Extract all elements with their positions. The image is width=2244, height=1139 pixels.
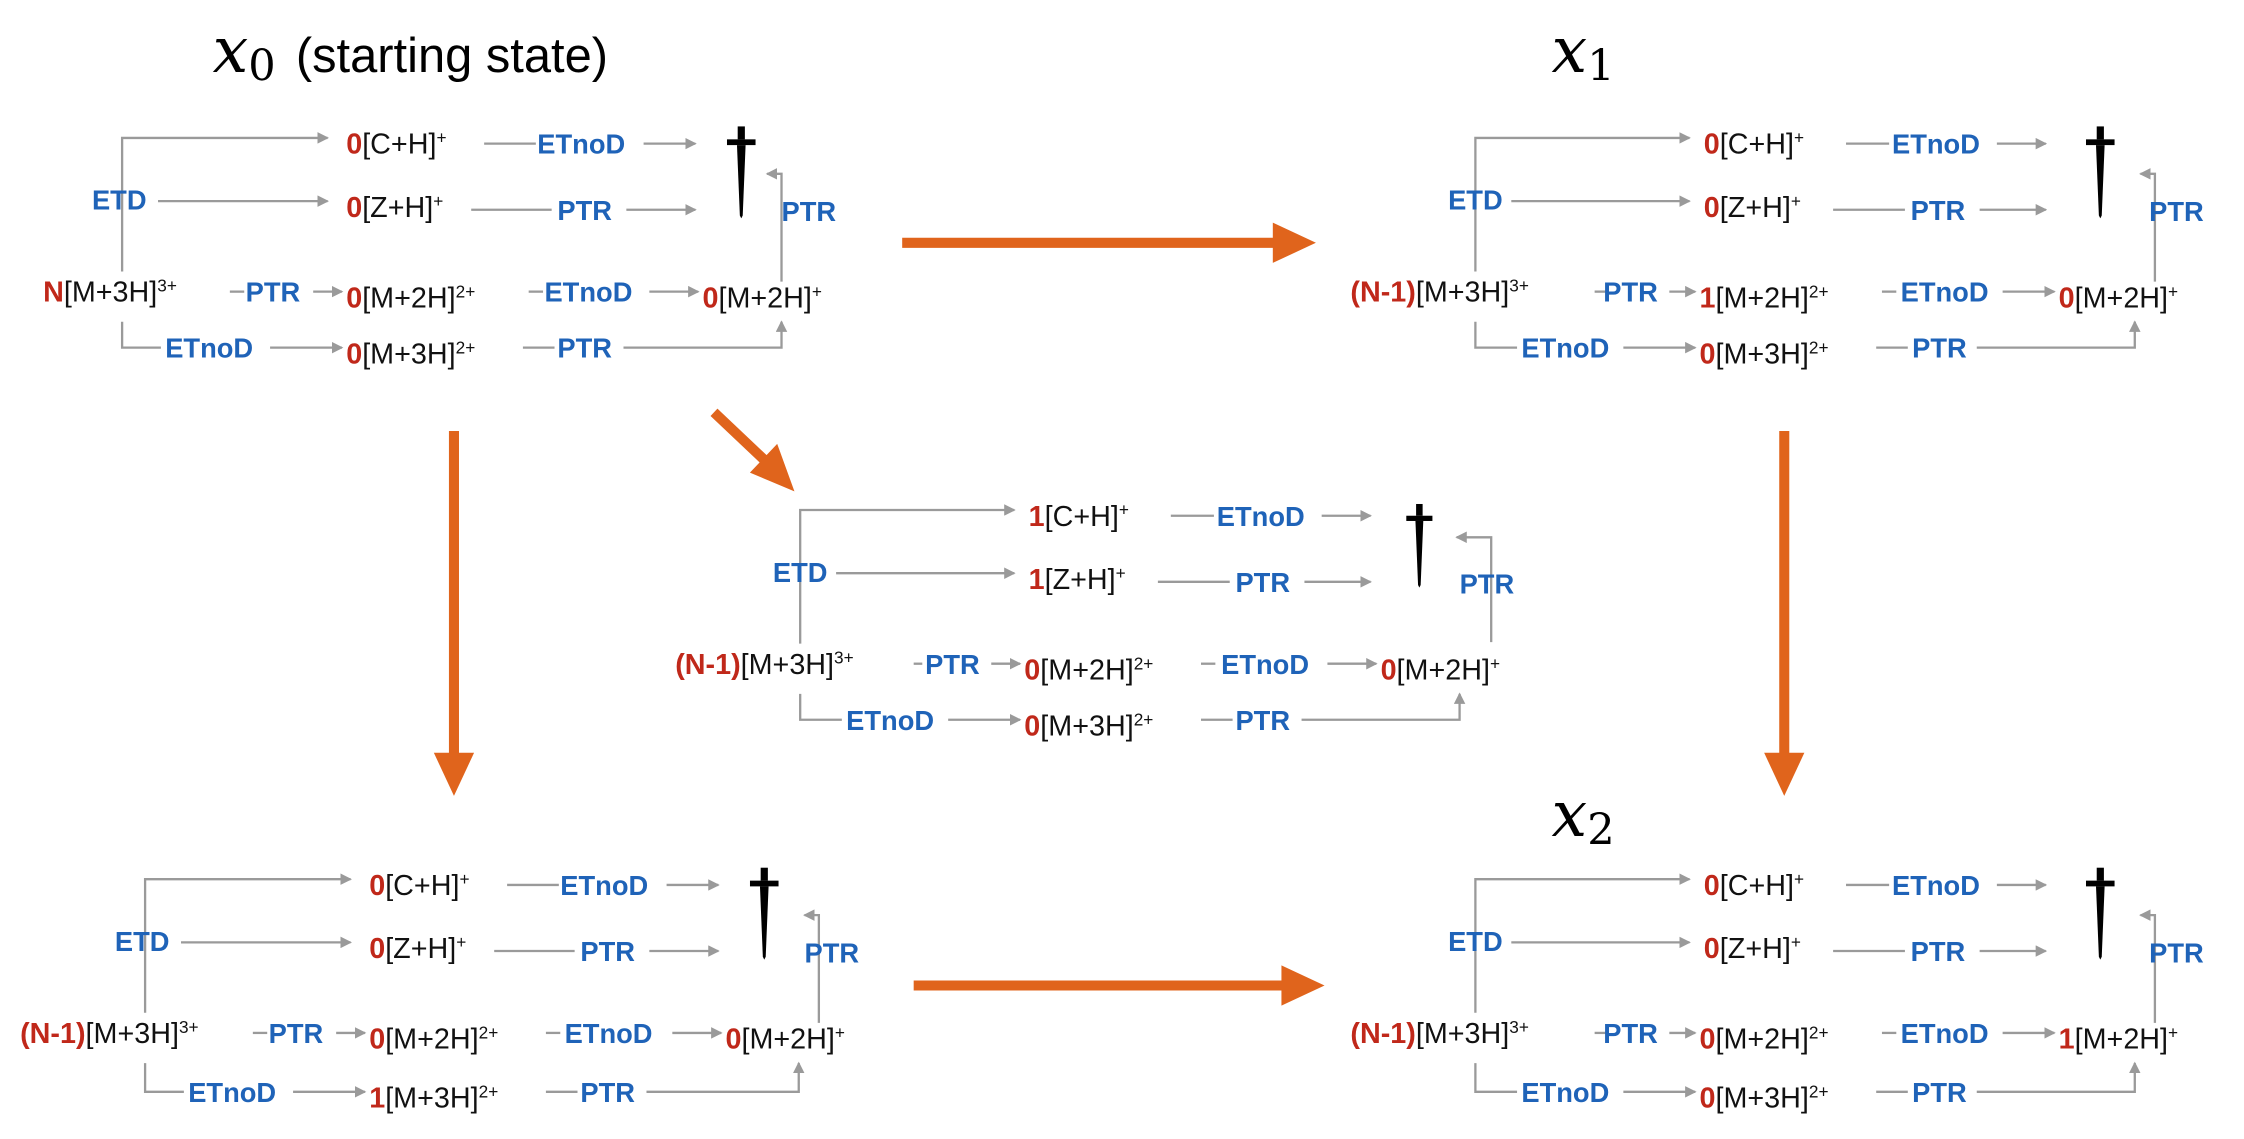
reaction-lines (799, 504, 1493, 726)
op-etnod: ETnoD (537, 130, 626, 161)
species-c-ion: 1[C+H]+ (1028, 499, 1129, 533)
op-ptr: PTR (2149, 939, 2204, 970)
op-etd: ETD (91, 186, 147, 217)
op-ptr: PTR (804, 939, 860, 970)
op-etnod: ETnoD (188, 1078, 277, 1110)
reaction-block-intermediate: 1[C+H]+ 1[Z+H]+ (N-1)[M+3H]3+ 0[M+2H]2+ … (675, 493, 1637, 766)
species-final-1plus: 1[M+2H]+ (2058, 1022, 2179, 1056)
op-ptr: PTR (1459, 570, 1515, 601)
op-etnod: ETnoD (564, 1019, 653, 1051)
species-etnod-2plus: 1[M+3H]2+ (369, 1081, 499, 1115)
op-ptr: PTR (1603, 1019, 1658, 1051)
species-etnod-2plus: 0[M+3H]2+ (1699, 337, 1829, 371)
dagger-icon (2085, 126, 2115, 219)
dagger-icon (749, 867, 779, 960)
op-etnod: ETnoD (1900, 278, 1989, 309)
op-ptr: PTR (557, 196, 612, 227)
op-ptr: PTR (1603, 278, 1658, 309)
op-ptr: PTR (557, 334, 612, 365)
species-c-ion: 0[C+H]+ (346, 127, 447, 161)
state-title-x0: x0 (starting state) (212, 14, 609, 92)
species-charge-reduced-2plus: 1[M+2H]2+ (1699, 281, 1829, 315)
op-ptr: PTR (1235, 568, 1291, 600)
species-final-1plus: 0[M+2H]+ (725, 1022, 845, 1056)
op-etd: ETD (1448, 928, 1503, 959)
op-ptr: PTR (781, 198, 837, 229)
species-charge-reduced-2plus: 0[M+2H]2+ (369, 1022, 499, 1056)
starting-state-label: (starting state) (295, 28, 609, 84)
op-etnod: ETnoD (846, 706, 935, 737)
reaction-lines (120, 132, 788, 354)
species-precursor-3plus: N[M+3H]3+ (43, 275, 177, 309)
op-ptr: PTR (580, 938, 635, 969)
op-etnod: ETnoD (1900, 1019, 1989, 1051)
species-c-ion: 0[C+H]+ (1703, 869, 1805, 903)
reaction-block-x0: 0[C+H]+ 0[Z+H]+ N[M+3H]3+ 0[M+2H]2+ 0[M+… (40, 121, 959, 394)
reaction-lines (143, 873, 821, 1098)
op-ptr: PTR (245, 278, 301, 309)
species-final-1plus: 0[M+2H]+ (1380, 653, 1501, 687)
species-etnod-2plus: 0[M+3H]2+ (1024, 709, 1154, 743)
op-etnod: ETnoD (1216, 502, 1305, 533)
op-ptr: PTR (580, 1078, 635, 1110)
species-final-1plus: 0[M+2H]+ (702, 281, 822, 315)
species-charge-reduced-2plus: 0[M+2H]2+ (346, 281, 476, 315)
species-etnod-2plus: 0[M+3H]2+ (1699, 1081, 1829, 1115)
species-etnod-2plus: 0[M+3H]2+ (346, 337, 476, 371)
species-c-ion: 0[C+H]+ (369, 869, 470, 903)
species-precursor-3plus: (N-1)[M+3H]3+ (1350, 1017, 1529, 1051)
op-ptr: PTR (925, 650, 980, 681)
arrow-x0-to-middle (710, 408, 795, 492)
arrow-x1-to-x2 (1764, 430, 1805, 796)
reaction-block-bottom-left: 0[C+H]+ 0[Z+H]+ (N-1)[M+3H]3+ 0[M+2H]2+ … (20, 862, 982, 1135)
op-etnod: ETnoD (165, 334, 254, 365)
op-ptr: PTR (1912, 334, 1967, 365)
reaction-block-x2: 0[C+H]+ 0[Z+H]+ (N-1)[M+3H]3+ 0[M+2H]2+ … (1350, 862, 2244, 1135)
op-etnod: ETnoD (1892, 130, 1980, 161)
species-z-ion: 0[Z+H]+ (1703, 932, 1801, 966)
species-z-ion: 0[Z+H]+ (369, 932, 467, 966)
species-precursor-3plus: (N-1)[M+3H]3+ (20, 1017, 199, 1051)
state-title-x2: x2 (1551, 778, 1615, 857)
arrow-x0-to-bottom-left (433, 430, 475, 796)
arrow-x0-to-x1 (902, 222, 1316, 263)
op-ptr: PTR (1912, 1078, 1967, 1110)
op-ptr: PTR (2149, 198, 2204, 229)
species-final-1plus: 0[M+2H]+ (2058, 281, 2179, 315)
op-etnod: ETnoD (1221, 650, 1310, 681)
species-charge-reduced-2plus: 0[M+2H]2+ (1699, 1022, 1829, 1056)
species-z-ion: 0[Z+H]+ (1703, 191, 1801, 225)
reaction-block-x1: 0[C+H]+ 0[Z+H]+ (N-1)[M+3H]3+ 1[M+2H]2+ … (1350, 121, 2244, 394)
species-z-ion: 0[Z+H]+ (346, 191, 444, 225)
arrow-bottom-left-to-x2 (913, 965, 1325, 1006)
op-etd: ETD (114, 928, 170, 959)
op-etnod: ETnoD (1892, 872, 1980, 903)
reaction-lines (1474, 132, 2157, 354)
reaction-lines (1474, 873, 2157, 1098)
dagger-icon (1406, 503, 1433, 588)
op-ptr: PTR (1235, 706, 1291, 737)
state-title-x1: x1 (1551, 14, 1615, 92)
op-ptr: PTR (1910, 938, 1966, 969)
op-etd: ETD (1448, 186, 1503, 217)
op-ptr: PTR (268, 1019, 324, 1051)
op-ptr: PTR (1910, 196, 1966, 227)
species-precursor-3plus: (N-1)[M+3H]3+ (675, 647, 854, 681)
species-z-ion: 1[Z+H]+ (1028, 563, 1126, 597)
species-c-ion: 0[C+H]+ (1703, 127, 1805, 161)
dagger-icon (2085, 867, 2115, 960)
species-precursor-3plus: (N-1)[M+3H]3+ (1350, 275, 1529, 309)
op-etnod: ETnoD (560, 872, 649, 903)
op-etnod: ETnoD (1521, 334, 1610, 365)
species-charge-reduced-2plus: 0[M+2H]2+ (1024, 653, 1154, 687)
op-etnod: ETnoD (1521, 1078, 1610, 1110)
op-etnod: ETnoD (544, 278, 633, 309)
op-etd: ETD (772, 558, 828, 590)
dagger-icon (726, 126, 756, 219)
